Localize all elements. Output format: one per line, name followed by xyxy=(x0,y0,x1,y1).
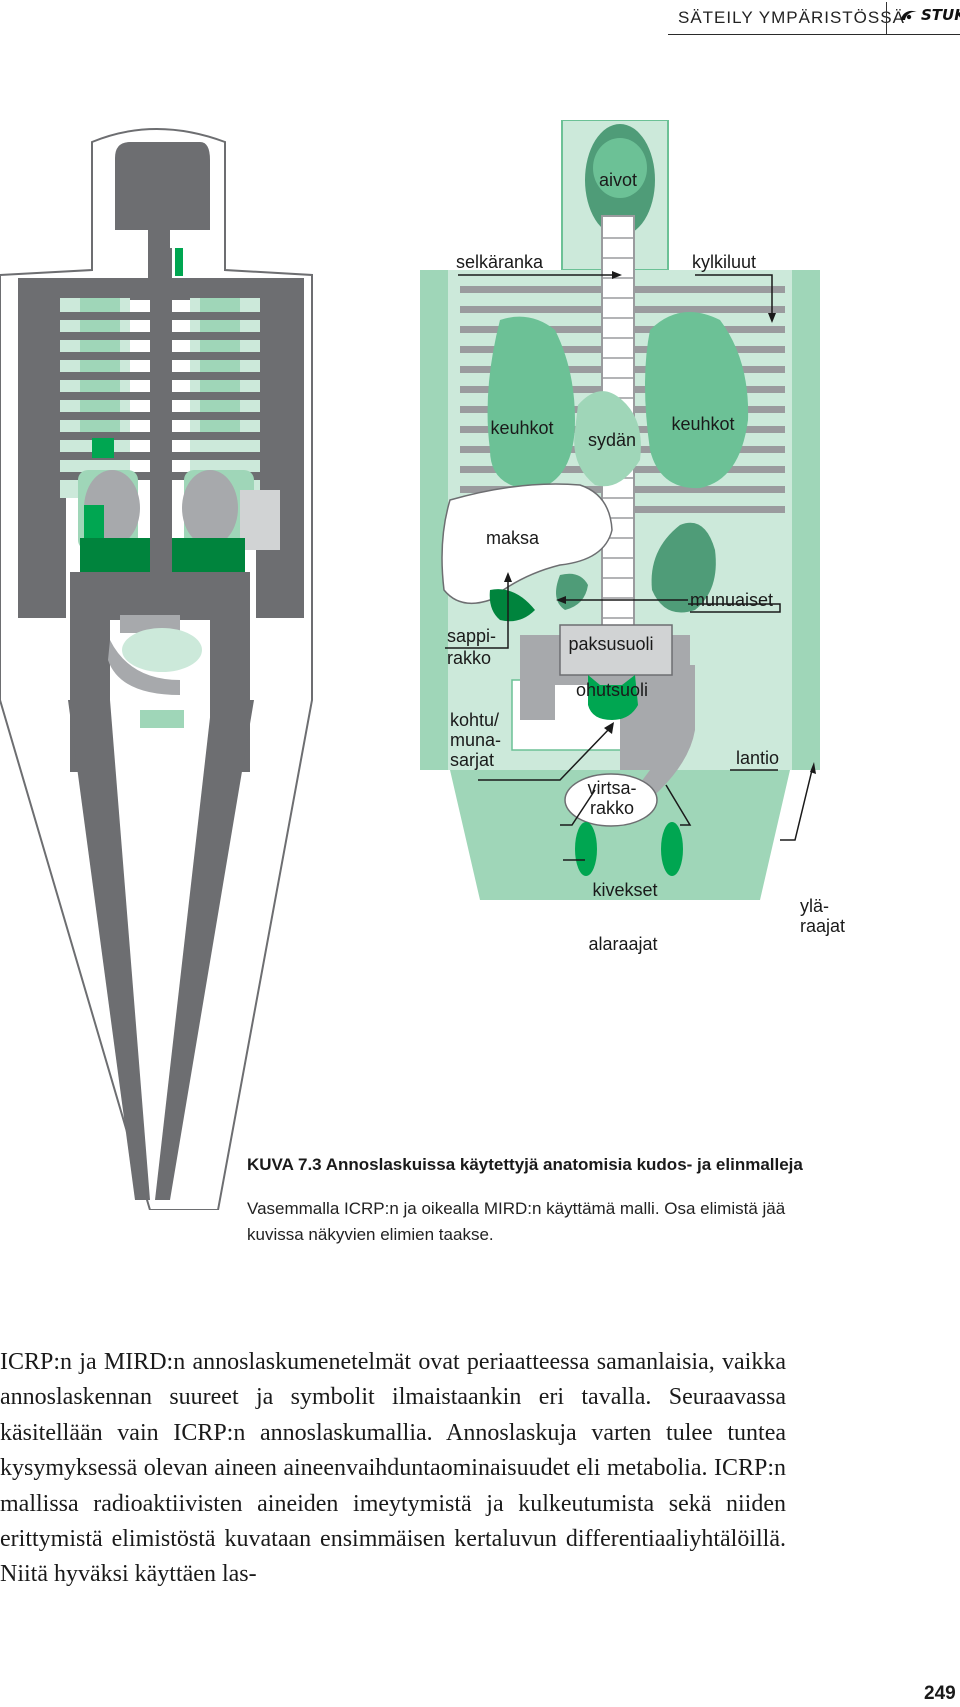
anatomy-figure: aivot selkäranka kylkiluut keuhkot sydän… xyxy=(0,120,845,1210)
caption-text: Vasemmalla ICRP:n ja oikealla MIRD:n käy… xyxy=(247,1199,786,1244)
label-kohtu-3: sarjat xyxy=(450,750,494,770)
icrp-head xyxy=(115,142,210,230)
icrp-organ-green-left xyxy=(84,505,104,545)
label-alaraajat: alaraajat xyxy=(588,934,657,954)
mird-model: aivot selkäranka kylkiluut keuhkot sydän… xyxy=(420,120,845,954)
label-kylkiluut: kylkiluut xyxy=(692,252,756,272)
label-sydan: sydän xyxy=(588,430,636,450)
mird-heart xyxy=(574,391,641,487)
label-selkaranka: selkäranka xyxy=(456,252,544,272)
mird-bladder xyxy=(564,773,658,827)
mird-colon-desc xyxy=(620,665,695,820)
icrp-rectum xyxy=(108,640,180,695)
label-aivot: aivot xyxy=(599,170,637,190)
label-lantio: lantio xyxy=(736,748,779,768)
stuk-logo: STUK xyxy=(900,6,960,24)
icrp-leg-left xyxy=(68,700,150,1200)
label-virtsarakko-2: rakko xyxy=(590,798,634,818)
stuk-logo-icon xyxy=(901,10,917,20)
mird-leader-lines xyxy=(445,274,813,861)
mird-liver xyxy=(441,483,613,605)
label-maksa: maksa xyxy=(486,528,540,548)
label-keuhkot-right: keuhkot xyxy=(671,414,734,434)
icrp-torso-right xyxy=(256,278,304,618)
label-sappirakko-1: sappi- xyxy=(447,626,496,646)
label-ylaraajat-1: ylä- xyxy=(800,896,829,916)
label-virtsarakko-1: virtsa- xyxy=(588,778,637,798)
stuk-logo-text: STUK xyxy=(921,6,960,24)
mird-small-intestine xyxy=(559,624,673,676)
label-ylaraajat-2: raajat xyxy=(800,916,845,936)
caption-title: KUVA 7.3 Annoslaskuissa käytettyjä anato… xyxy=(247,1155,803,1174)
label-kivekset: kivekset xyxy=(592,880,657,900)
label-ohutsuoli: ohutsuoli xyxy=(576,680,648,700)
label-paksusuoli: paksusuoli xyxy=(568,634,653,654)
mird-kidney-right xyxy=(651,522,716,613)
icrp-kidney-right xyxy=(182,470,238,546)
mird-brain xyxy=(593,138,647,198)
mird-testis-right xyxy=(661,822,683,876)
mird-arrowheads xyxy=(504,271,816,774)
mird-testis-left xyxy=(575,822,597,876)
icrp-spine xyxy=(150,248,172,588)
label-sappirakko-2: rakko xyxy=(447,648,491,668)
mird-arm-right xyxy=(792,270,820,770)
page-header: SÄTEILY YMPÄRISTÖSSÄ STUK xyxy=(668,0,960,35)
mird-lung-left xyxy=(487,316,575,490)
mird-arm-left xyxy=(420,270,448,770)
mird-gallbladder xyxy=(489,589,535,622)
section-title: SÄTEILY YMPÄRISTÖSSÄ xyxy=(678,8,905,27)
label-keuhkot-left: keuhkot xyxy=(490,418,553,438)
mird-lung-right xyxy=(645,312,749,489)
label-kohtu-1: kohtu/ xyxy=(450,710,499,730)
icrp-testes xyxy=(140,710,184,728)
label-kohtu-2: muna- xyxy=(450,730,501,750)
header-divider xyxy=(886,2,887,34)
figure-caption: KUVA 7.3 Annoslaskuissa käytettyjä anato… xyxy=(247,1152,807,1248)
mird-uterus xyxy=(588,675,638,720)
icrp-heart xyxy=(92,438,114,458)
mird-legs xyxy=(450,770,790,900)
label-munuaiset: munuaiset xyxy=(690,590,773,610)
page-number: 249 xyxy=(924,1683,956,1704)
icrp-thyroid xyxy=(175,248,183,276)
icrp-torso-left xyxy=(18,278,66,618)
body-paragraph: ICRP:n ja MIRD:n annoslaskumenetelmät ov… xyxy=(0,1349,786,1588)
icrp-bladder xyxy=(122,628,202,672)
icrp-model xyxy=(0,128,313,1210)
icrp-leg-right xyxy=(155,700,254,1200)
